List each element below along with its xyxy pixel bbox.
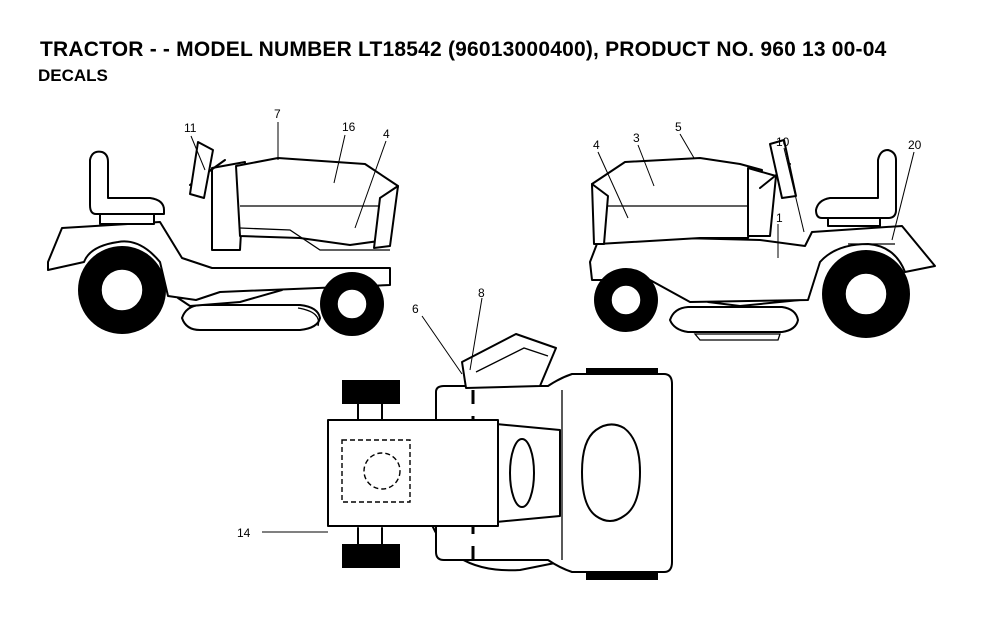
callout-4-left: 4 [383,127,390,141]
tractor-top-view [262,297,673,580]
callout-5: 5 [675,120,682,134]
callout-11: 11 [184,121,197,135]
callout-4-right: 4 [593,138,600,152]
section-subtitle: DECALS [38,66,108,85]
callout-3: 3 [633,131,640,145]
callout-8: 8 [478,286,485,300]
tractor-left-side-view [47,122,399,336]
callout-10: 10 [776,135,790,149]
callout-14: 14 [237,526,251,540]
callout-7: 7 [274,107,281,121]
callout-20: 20 [908,138,922,152]
callout-6: 6 [412,302,419,316]
tractor-right-side-view [589,133,936,341]
callout-1: 1 [776,211,783,225]
callout-16: 16 [342,120,356,134]
page-title: TRACTOR - - MODEL NUMBER LT18542 (960130… [40,38,887,61]
